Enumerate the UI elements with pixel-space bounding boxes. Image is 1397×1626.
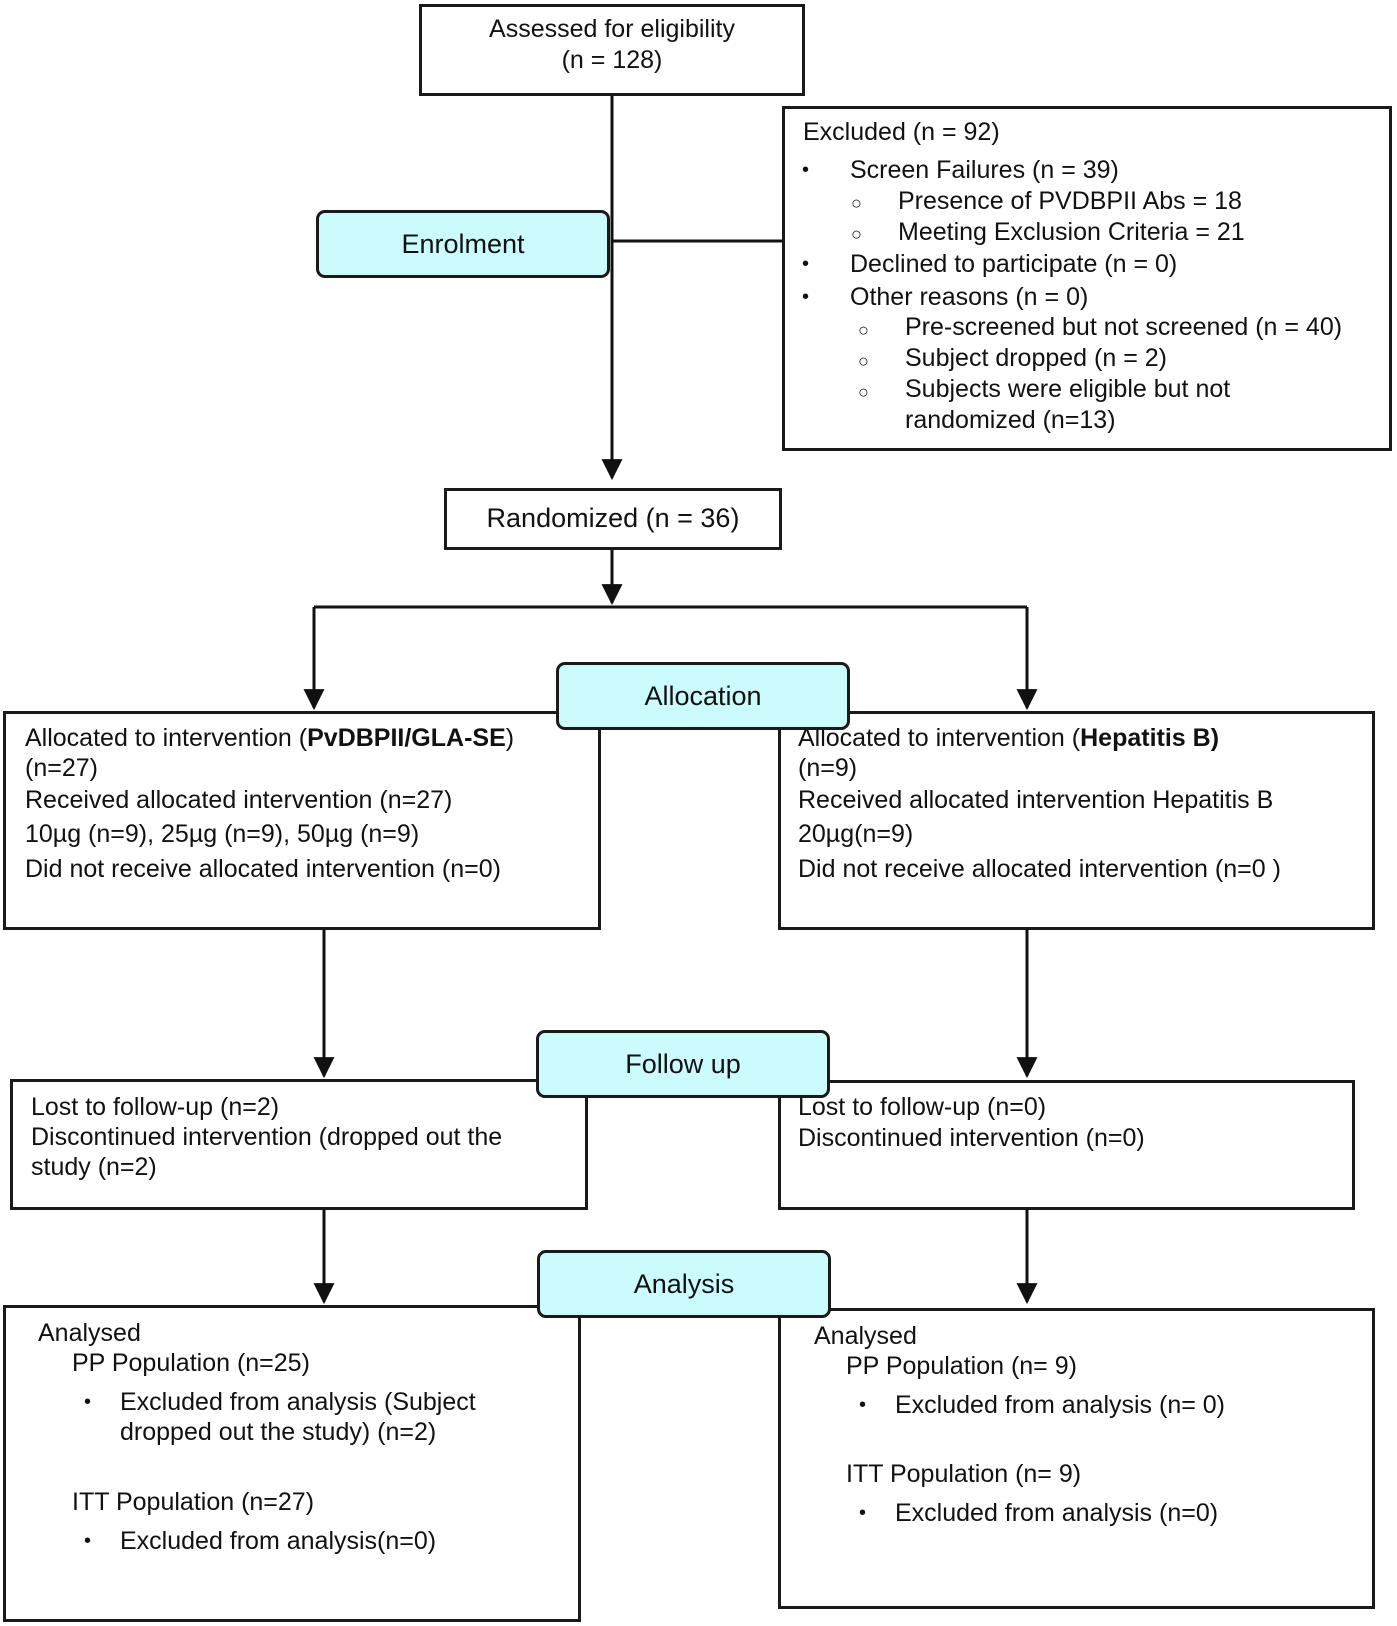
assessed-box: [419, 4, 805, 96]
left-allocation-heading: Allocated to intervention (PvDBPII/GLA-S…: [25, 723, 514, 753]
bullet-icon: •: [802, 286, 810, 308]
circle-bullet-icon: ○: [858, 351, 869, 371]
bullet-icon: •: [84, 1530, 92, 1552]
assessed-count: (n = 128): [561, 46, 663, 74]
right-allocation-arm: Hepatitis B): [1080, 724, 1220, 752]
assessed-label: Assessed for eligibility: [489, 15, 735, 43]
stage-follow-up: Follow up: [536, 1030, 830, 1098]
right-pp-population: PP Population (n= 9): [846, 1352, 1077, 1380]
left-analysed: Analysed: [38, 1319, 141, 1347]
right-itt-excluded: Excluded from analysis (n=0): [895, 1499, 1219, 1527]
bullet-icon: •: [859, 1394, 867, 1416]
left-followup-discontinued-2: study (n=2): [31, 1153, 157, 1181]
right-itt-population: ITT Population (n= 9): [846, 1460, 1082, 1488]
stage-analysis-label: Analysis: [633, 1269, 735, 1299]
left-allocation-not-received: Did not receive allocated intervention (…: [25, 855, 501, 883]
stage-allocation: Allocation: [556, 662, 850, 730]
declined: Declined to participate (n = 0): [850, 250, 1178, 278]
left-analysis-box: [3, 1305, 581, 1622]
screen-failures: Screen Failures (n = 39): [850, 156, 1119, 184]
left-itt-excluded: Excluded from analysis(n=0): [120, 1527, 437, 1555]
bullet-icon: •: [859, 1502, 867, 1524]
eligible-not-randomized-2: randomized (n=13): [905, 406, 1116, 434]
left-followup-box: [10, 1079, 588, 1210]
circle-bullet-icon: ○: [858, 382, 869, 402]
left-allocation-suffix: ): [505, 724, 515, 752]
stage-enrolment-label: Enrolment: [401, 229, 525, 259]
left-pp-excluded: Excluded from analysis (Subject: [120, 1388, 476, 1416]
left-pp-population: PP Population (n=25): [72, 1349, 310, 1377]
randomized-label: Randomized (n = 36): [486, 503, 740, 533]
right-allocation-not-received: Did not receive allocated intervention (…: [798, 855, 1281, 883]
excluded-box: [782, 106, 1392, 451]
left-pp-excluded-2: dropped out the study) (n=2): [120, 1418, 437, 1446]
excluded-title: Excluded (n = 92): [803, 118, 1000, 146]
right-allocation-n: (n=9): [798, 754, 858, 782]
left-allocation-n: (n=27): [25, 754, 98, 782]
bullet-icon: •: [84, 1391, 92, 1413]
circle-bullet-icon: ○: [851, 193, 862, 213]
other-reasons: Other reasons (n = 0): [850, 283, 1089, 311]
left-itt-population: ITT Population (n=27): [72, 1488, 315, 1516]
pvdbpii-abs: Presence of PVDBPII Abs = 18: [898, 187, 1242, 215]
right-allocation-heading: Allocated to intervention (Hepatitis B): [798, 723, 1219, 753]
circle-bullet-icon: ○: [858, 320, 869, 340]
stage-allocation-label: Allocation: [644, 681, 762, 711]
circle-bullet-icon: ○: [851, 224, 862, 244]
left-followup-discontinued: Discontinued intervention (dropped out t…: [31, 1123, 503, 1151]
right-followup-discontinued: Discontinued intervention (n=0): [798, 1124, 1145, 1152]
bullet-icon: •: [802, 253, 810, 275]
right-allocation-dose: 20µg(n=9): [798, 820, 914, 848]
right-followup-box: [778, 1080, 1355, 1210]
left-allocation-prefix: Allocated to intervention (: [25, 724, 308, 752]
left-allocation-arm: PvDBPII/GLA-SE: [307, 724, 506, 752]
right-allocation-box: [778, 711, 1375, 930]
stage-enrolment: Enrolment: [316, 210, 610, 278]
left-followup-lost: Lost to follow-up (n=2): [31, 1093, 280, 1121]
stage-follow-up-label: Follow up: [625, 1049, 741, 1079]
subject-dropped: Subject dropped (n = 2): [905, 344, 1167, 372]
left-allocation-received: Received allocated intervention (n=27): [25, 786, 453, 814]
stage-analysis: Analysis: [537, 1250, 831, 1318]
exclusion-criteria: Meeting Exclusion Criteria = 21: [898, 218, 1245, 246]
left-allocation-doses: 10µg (n=9), 25µg (n=9), 50µg (n=9): [25, 820, 420, 848]
left-allocation-box: [3, 711, 601, 930]
right-pp-excluded: Excluded from analysis (n= 0): [895, 1391, 1226, 1419]
prescreened: Pre-screened but not screened (n = 40): [905, 313, 1343, 341]
right-allocation-received: Received allocated intervention Hepatiti…: [798, 786, 1274, 814]
bullet-icon: •: [802, 159, 810, 181]
right-followup-lost: Lost to follow-up (n=0): [798, 1093, 1047, 1121]
randomized-box: [444, 488, 782, 550]
right-analysed: Analysed: [814, 1322, 917, 1350]
eligible-not-randomized: Subjects were eligible but not: [905, 375, 1231, 403]
right-analysis-box: [778, 1308, 1375, 1609]
